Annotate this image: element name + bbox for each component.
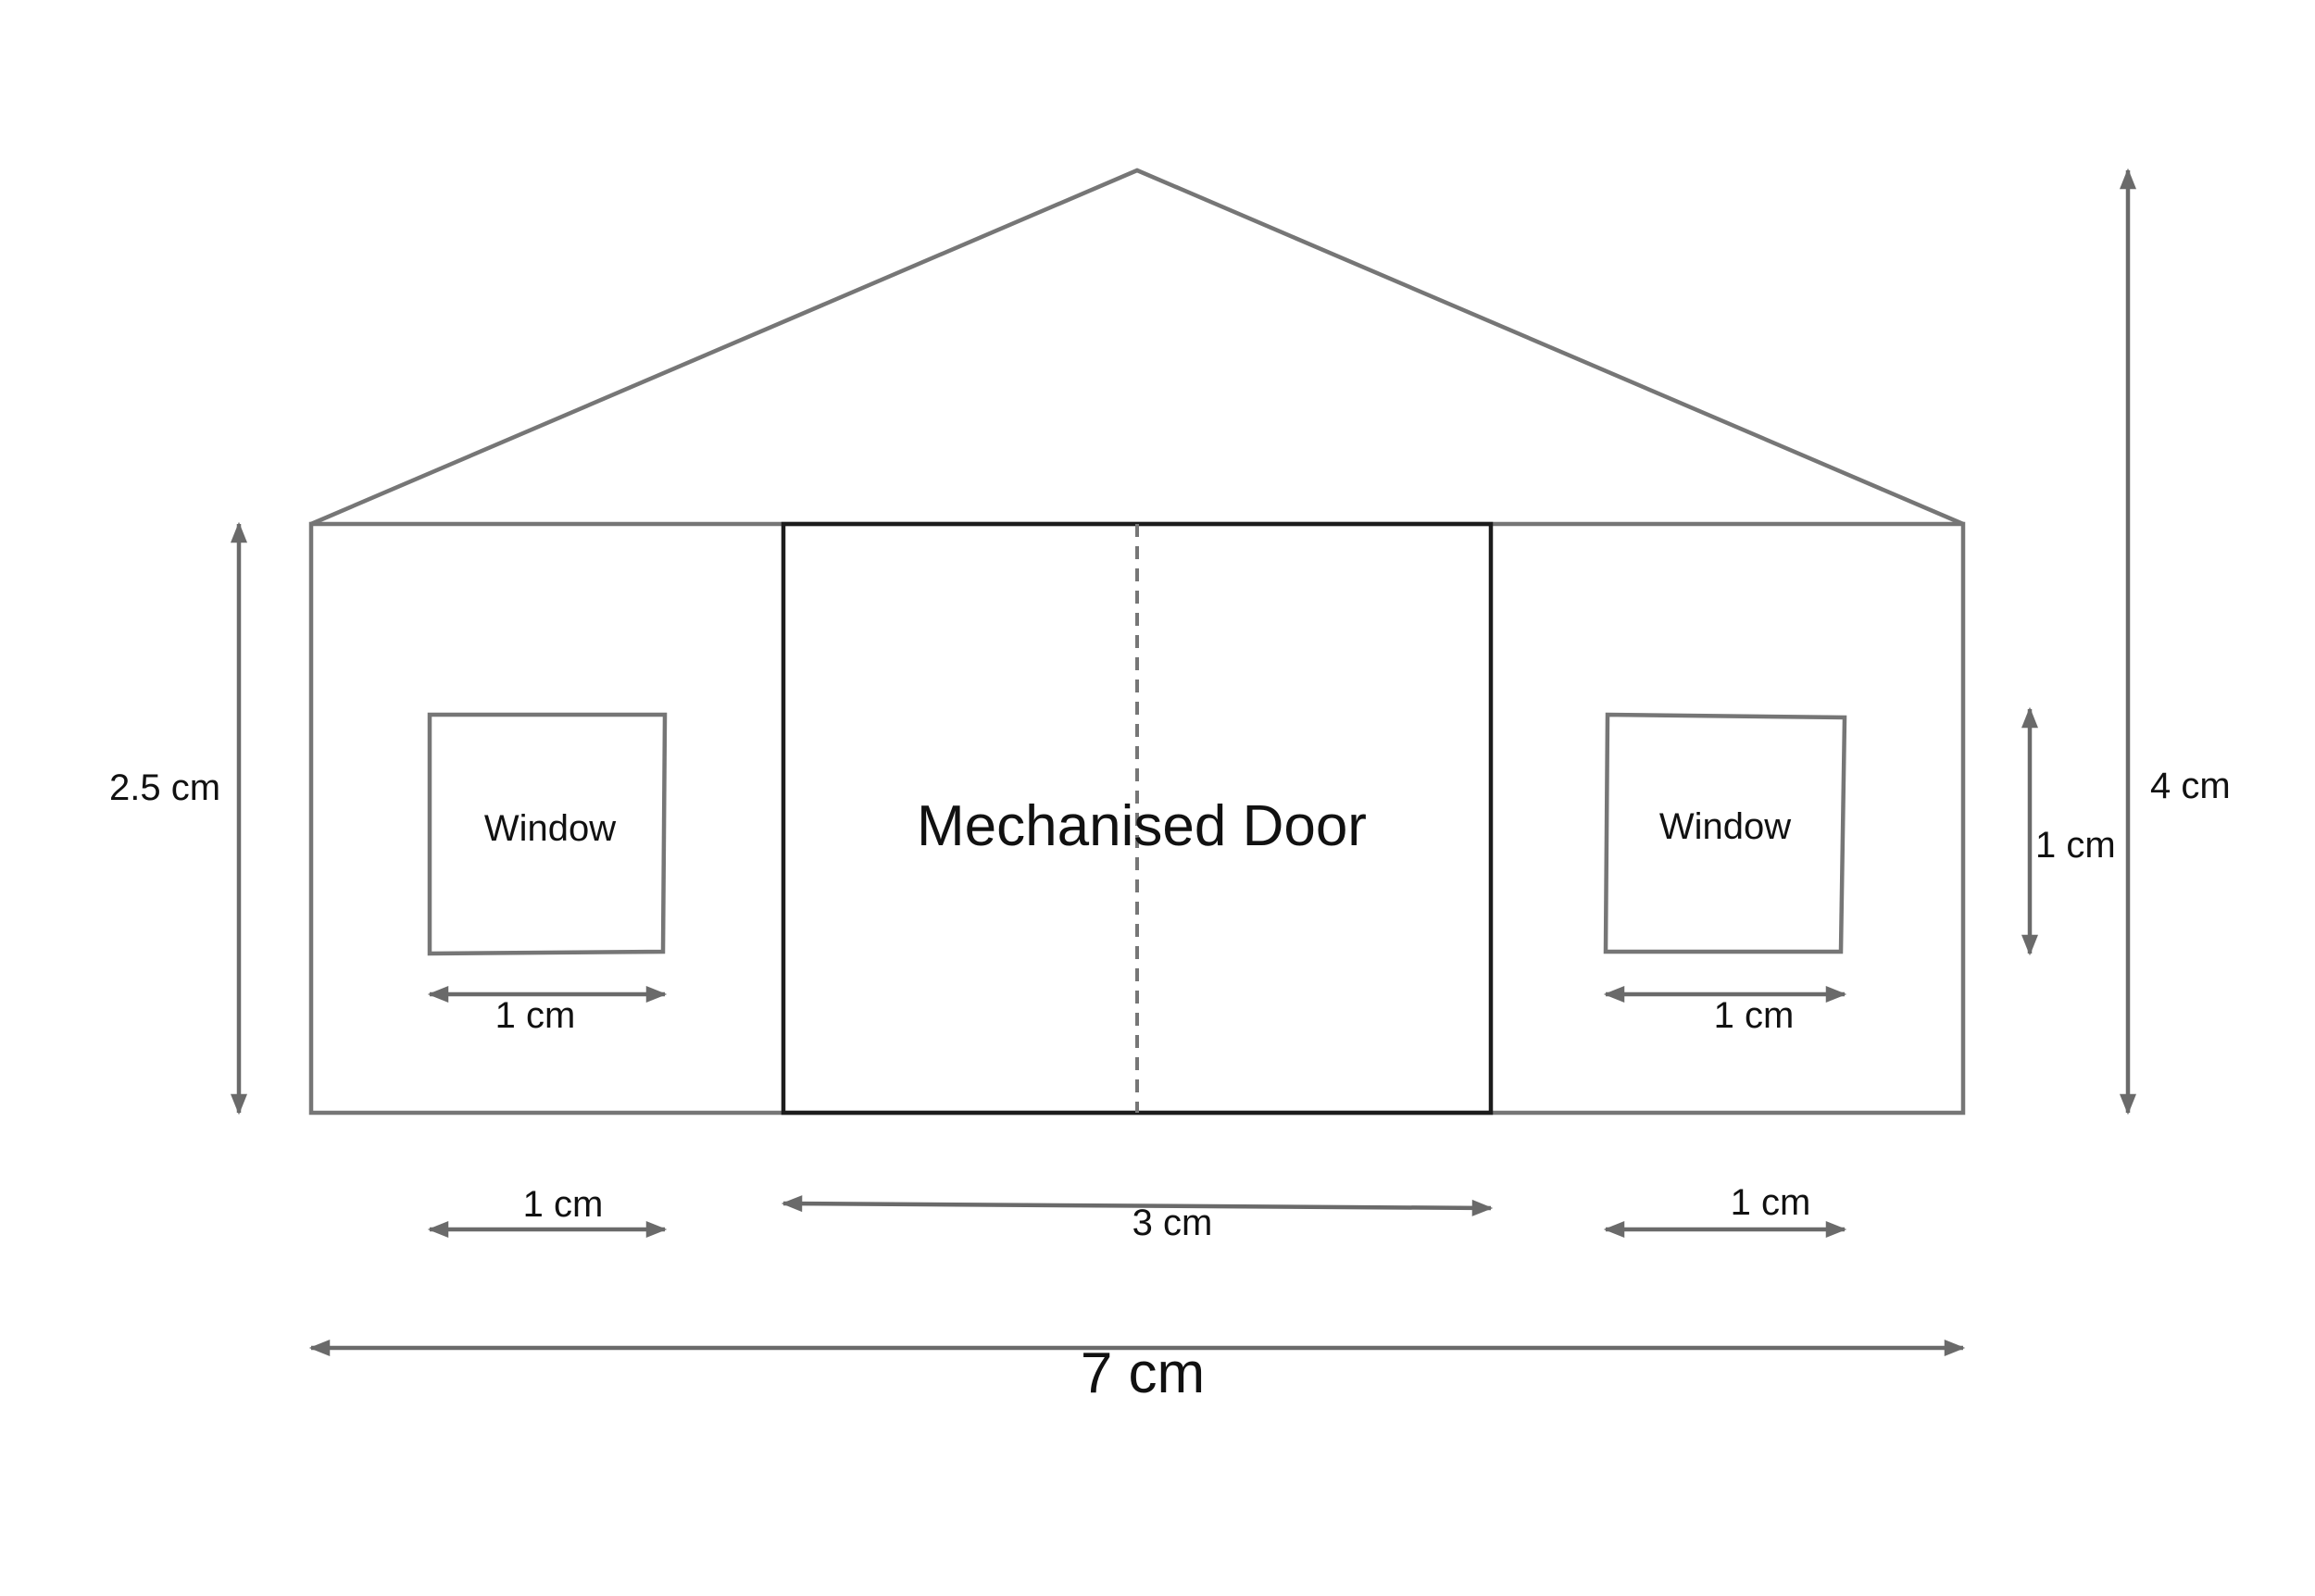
door-width-arrow xyxy=(781,1195,1494,1216)
right-window-width-label: 1 cm xyxy=(1714,995,1795,1036)
left-gap-label: 1 cm xyxy=(523,1184,604,1225)
left-window xyxy=(427,712,668,956)
window-height-label: 1 cm xyxy=(2035,825,2116,866)
left-window-width-label: 1 cm xyxy=(495,995,576,1036)
total-width-label: 7 cm xyxy=(1081,1341,1205,1405)
wall-height-label: 2.5 cm xyxy=(109,767,220,808)
total-height-label: 4 cm xyxy=(2150,766,2231,806)
right-gap-label: 1 cm xyxy=(1731,1182,1811,1223)
left-window-label: Window xyxy=(484,808,616,849)
roof-outline xyxy=(310,168,1964,527)
door-label: Mechanised Door xyxy=(917,794,1367,858)
right-window xyxy=(1603,712,1847,954)
door-width-label: 3 cm xyxy=(1132,1203,1213,1243)
right-window-label: Window xyxy=(1659,806,1791,847)
